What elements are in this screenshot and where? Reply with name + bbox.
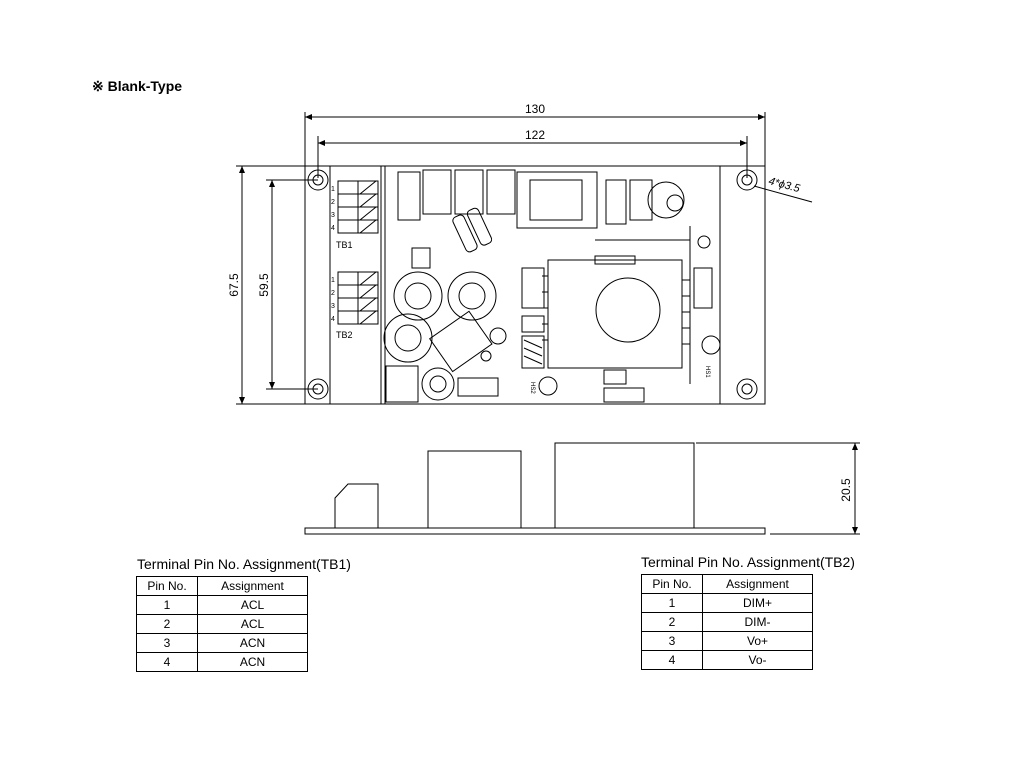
assignment-cell: ACN <box>197 633 308 653</box>
side-view <box>304 442 860 535</box>
component-output-cap <box>693 267 713 309</box>
table-row: 3 ACN <box>136 633 308 653</box>
assignment-cell: ACL <box>197 595 308 615</box>
table-header-row: Pin No. Assignment <box>136 576 308 596</box>
dim-label-overall-height: 67.5 <box>227 273 241 297</box>
component-bridge <box>411 247 431 269</box>
component-mov <box>385 365 419 403</box>
header-assignment: Assignment <box>702 574 813 594</box>
tb2-pin-3: 3 <box>331 303 335 310</box>
table-row: 1 ACL <box>136 595 308 615</box>
mount-hole-bottom-left <box>307 378 329 400</box>
label-hs2: HS2 <box>529 382 535 394</box>
label-tb1: TB1 <box>336 240 353 250</box>
assignment-cell: ACL <box>197 614 308 634</box>
component-diagonal-cap <box>428 310 493 373</box>
dim-label-hole-width: 122 <box>525 128 545 142</box>
table-row: 2 DIM- <box>641 612 813 632</box>
terminal-block-tb2 <box>337 271 379 325</box>
dim-label-side-height: 20.5 <box>839 478 853 502</box>
table-row: 3 Vo+ <box>641 631 813 651</box>
component-filter-3 <box>486 169 516 215</box>
pin-cell: 4 <box>136 652 198 672</box>
label-tb2: TB2 <box>336 330 353 340</box>
table-row: 4 Vo- <box>641 650 813 670</box>
dim-label-overall-width: 130 <box>525 102 545 116</box>
component-resistors <box>452 207 493 253</box>
pcb-outline <box>304 165 766 405</box>
tb1-pin-table: Pin No. Assignment 1 ACL 2 ACL 3 ACN 4 A… <box>136 576 308 672</box>
assignment-cell: Vo- <box>702 650 813 670</box>
hole-callout-leader <box>753 185 813 203</box>
dim-label-hole-height: 59.5 <box>257 273 271 297</box>
header-pin-no: Pin No. <box>641 574 703 594</box>
mount-hole-bottom-right <box>736 378 758 400</box>
pin-cell: 2 <box>641 612 703 632</box>
component-filter-1 <box>422 169 452 215</box>
pin-cell: 2 <box>136 614 198 634</box>
tb2-pin-4: 4 <box>331 316 335 323</box>
component-cap-small <box>629 179 653 221</box>
pin-cell: 3 <box>641 631 703 651</box>
assignment-cell: DIM- <box>702 612 813 632</box>
assignment-cell: ACN <box>197 652 308 672</box>
table-header-row: Pin No. Assignment <box>641 574 813 594</box>
component-cap-x <box>605 179 627 225</box>
pin-cell: 1 <box>641 593 703 613</box>
mount-hole-top-right <box>736 169 758 191</box>
mechanical-drawing: 130 122 67.5 59.5 4*ϕ3.5 20.5 TB1 TB2 1 … <box>227 102 860 535</box>
pin-cell: 3 <box>136 633 198 653</box>
component-filter-2 <box>454 169 484 215</box>
tb2-pin-1: 1 <box>331 277 335 284</box>
label-hs1: HS1 <box>704 366 710 378</box>
header-pin-no: Pin No. <box>136 576 198 596</box>
component-choke <box>516 171 598 229</box>
table-row: 2 ACL <box>136 614 308 634</box>
pin-cell: 4 <box>641 650 703 670</box>
dim-label-mount-holes: 4*ϕ3.5 <box>767 175 802 195</box>
assignment-cell: Vo+ <box>702 631 813 651</box>
table-row: 1 DIM+ <box>641 593 813 613</box>
tb1-pin-3: 3 <box>331 212 335 219</box>
component-heatsink-hs2 <box>521 335 545 369</box>
terminal-block-tb1 <box>337 180 379 234</box>
tb1-table-title: Terminal Pin No. Assignment(TB1) <box>137 556 351 572</box>
tb2-pin-table: Pin No. Assignment 1 DIM+ 2 DIM- 3 Vo+ 4… <box>641 574 813 670</box>
tb1-pin-1: 1 <box>331 186 335 193</box>
table-row: 4 ACN <box>136 652 308 672</box>
tb1-pin-2: 2 <box>331 199 335 206</box>
component-electrolytic-top <box>647 181 685 219</box>
pin-cell: 1 <box>136 595 198 615</box>
tb2-pin-2: 2 <box>331 290 335 297</box>
mount-hole-top-left <box>307 169 329 191</box>
header-assignment: Assignment <box>197 576 308 596</box>
tb2-table-title: Terminal Pin No. Assignment(TB2) <box>641 554 855 570</box>
component-transformer <box>521 255 690 369</box>
component-bulk-capacitors <box>383 271 497 401</box>
assignment-cell: DIM+ <box>702 593 813 613</box>
page-title: ※ Blank-Type <box>92 78 183 94</box>
component-fuse <box>397 171 421 221</box>
tb1-pin-4: 4 <box>331 225 335 232</box>
